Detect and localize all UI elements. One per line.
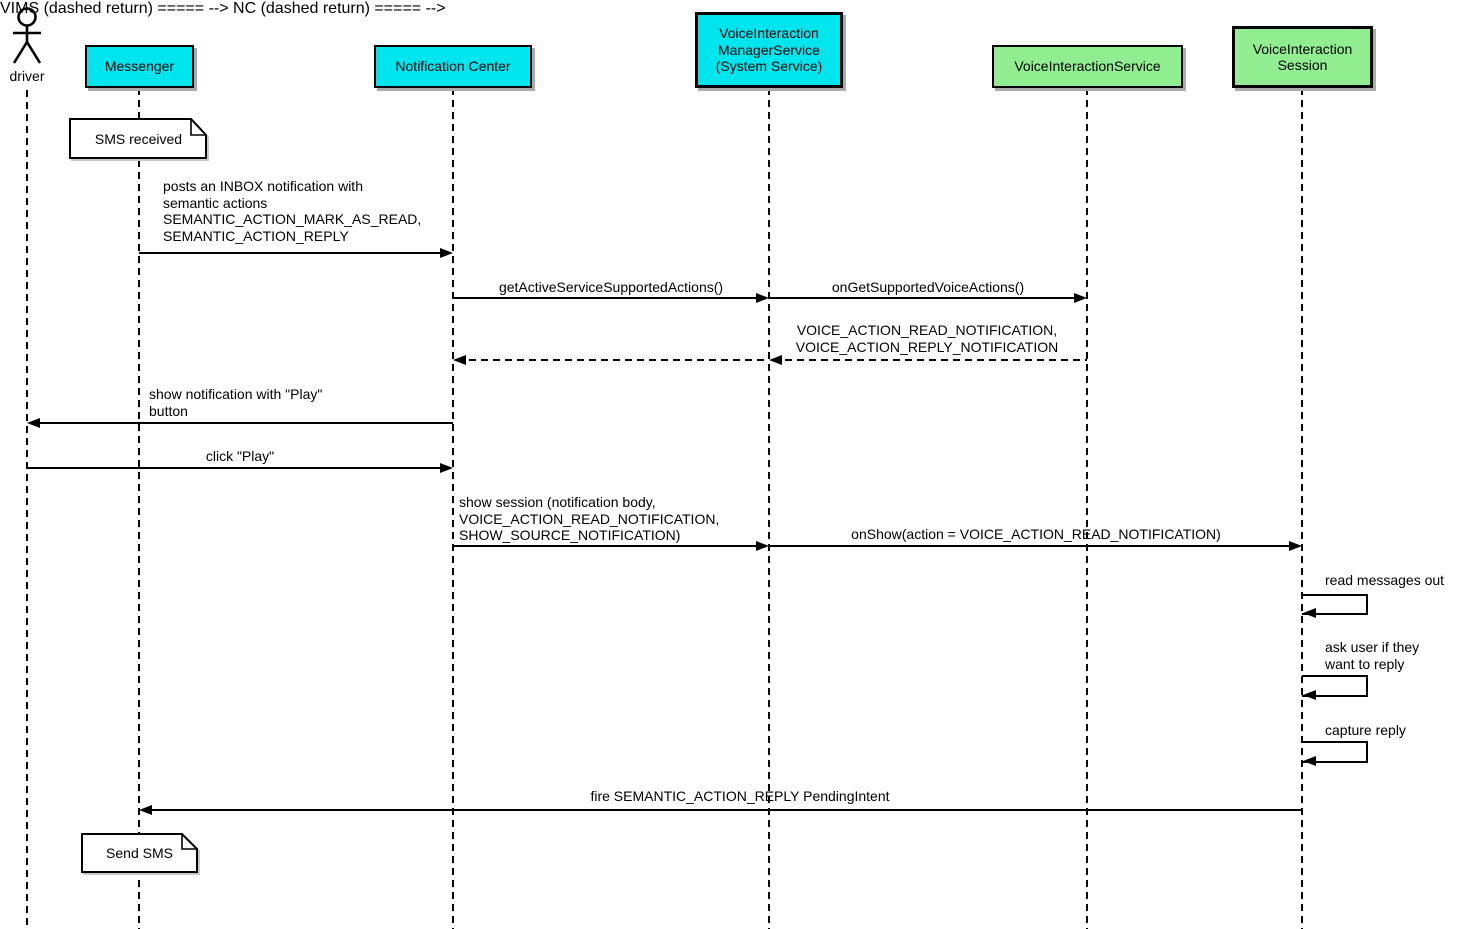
message-label-show-session: show session (notification body, VOICE_A… [459, 494, 720, 543]
arrowhead-right-icon [756, 293, 769, 303]
message-arrow-get-active-service-supported-actions [453, 297, 765, 299]
arrowhead-left-icon [453, 355, 466, 365]
self-message-loop-ask-user-reply [1302, 675, 1368, 697]
lifeline-driver [26, 90, 28, 929]
message-arrow-onshow [769, 545, 1298, 547]
actor-driver-icon [12, 7, 42, 64]
self-message-label-ask-user-reply: ask user if they want to reply [1325, 639, 1420, 672]
arrowhead-left-icon [769, 355, 782, 365]
message-label-click-play: click "Play" [205, 448, 275, 464]
lifeline-voiceinteraction-session [1301, 88, 1303, 929]
arrowhead-left-icon [139, 805, 152, 815]
participant-box-notification-center: Notification Center [374, 45, 532, 88]
arrowhead-left-icon [1303, 756, 1316, 766]
arrowhead-right-icon [1289, 541, 1302, 551]
note-sms-received-text: SMS received [94, 130, 183, 147]
participant-box-voiceinteraction-session: VoiceInteraction Session [1232, 26, 1373, 88]
note-shape-icon [81, 833, 198, 873]
note-sms-received: SMS received [69, 118, 208, 159]
participant-box-voiceinteractionservice: VoiceInteractionService [992, 45, 1183, 88]
arrowhead-right-icon [1074, 293, 1087, 303]
message-arrow-return-to-notification-center [457, 359, 769, 361]
message-arrow-voice-actions-return [773, 359, 1087, 361]
self-message-label-capture-reply: capture reply [1325, 722, 1406, 738]
message-arrow-fire-semantic-action-reply [143, 809, 1302, 811]
self-message-loop-read-messages-out [1302, 594, 1368, 615]
self-message-loop-capture-reply [1302, 741, 1368, 763]
lifeline-notification-center [452, 88, 454, 929]
arrowhead-left-icon [1303, 690, 1316, 700]
actor-driver-label: driver [9, 68, 45, 84]
note-send-sms: Send SMS [81, 833, 198, 873]
message-label-posts-inbox-notification: posts an INBOX notification with semanti… [163, 178, 422, 244]
message-arrow-show-notification-play [31, 422, 453, 424]
lifeline-voiceinteraction-managerservice [768, 88, 770, 929]
message-label-on-get-supported-voice-actions: onGetSupportedVoiceActions() [831, 279, 1025, 295]
message-arrow-show-session [453, 545, 765, 547]
arrowhead-right-icon [756, 541, 769, 551]
message-label-show-notification-play: show notification with "Play" button [149, 386, 323, 419]
self-message-label-read-messages-out: read messages out [1325, 572, 1445, 588]
note-send-sms-text: Send SMS [106, 845, 173, 861]
message-label-fire-semantic-action-reply: fire SEMANTIC_ACTION_REPLY PendingIntent [590, 788, 890, 804]
lifeline-messenger [138, 88, 140, 929]
message-arrow-posts-inbox-notification [139, 252, 449, 254]
message-arrow-click-play [27, 467, 449, 469]
arrowhead-left-icon [1303, 608, 1316, 618]
arrowhead-left-icon [27, 418, 40, 428]
arrowhead-right-icon [440, 463, 453, 473]
message-label-get-active-service-supported-actions: getActiveServiceSupportedActions() [498, 279, 724, 295]
message-label-voice-actions-return: VOICE_ACTION_READ_NOTIFICATION, VOICE_AC… [795, 322, 1059, 355]
arrowhead-right-icon [440, 248, 453, 258]
lifeline-voiceinteractionservice [1086, 88, 1088, 929]
note-shape-icon [69, 118, 207, 159]
participant-box-messenger: Messenger [85, 45, 194, 88]
message-label-onshow: onShow(action = VOICE_ACTION_READ_NOTIFI… [851, 526, 1221, 542]
message-arrow-on-get-supported-voice-actions [769, 297, 1083, 299]
participant-box-voiceinteraction-managerservice: VoiceInteraction ManagerService (System … [695, 12, 843, 88]
